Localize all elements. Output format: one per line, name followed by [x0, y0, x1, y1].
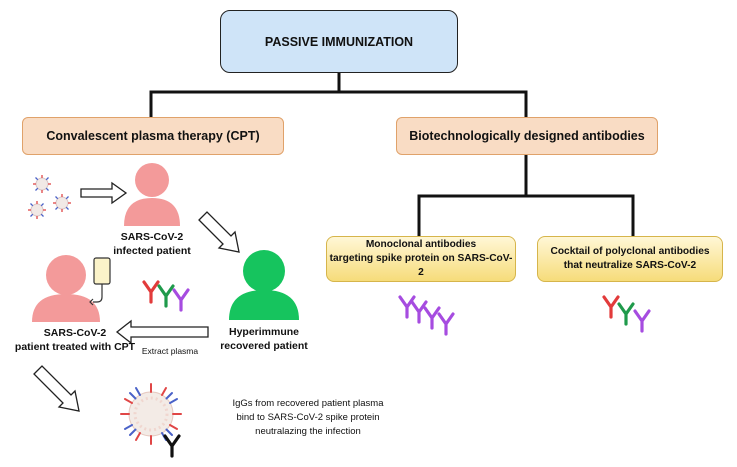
bio-branch-label: Biotechnologically designed antibodies	[409, 129, 645, 143]
virus-icon	[120, 383, 182, 445]
extract-plasma-label: Extract plasma	[141, 346, 199, 356]
infected-patient-label: SARS-CoV-2 infected patient	[92, 230, 212, 258]
person-icon	[229, 250, 299, 320]
antibody-icon	[172, 288, 190, 312]
title-text: PASSIVE IMMUNIZATION	[264, 34, 414, 49]
antibody-icon	[633, 309, 651, 333]
cpt-branch-label: Convalescent plasma therapy (CPT)	[46, 129, 260, 143]
bio-branch-box: Biotechnologically designed antibodies	[396, 117, 658, 155]
arrow-icon	[115, 319, 209, 345]
virus-icon	[53, 194, 71, 212]
treated-label-line2: patient treated with CPT	[14, 341, 136, 353]
hyper-label-line2: recovered patient	[220, 340, 308, 352]
antibody-icon	[617, 302, 635, 326]
monoclonal-box: Monoclonal antibodies targeting spike pr…	[326, 236, 516, 282]
title-box: PASSIVE IMMUNIZATION	[220, 10, 458, 73]
monoclonal-label-line1: Monoclonal antibodies	[365, 239, 477, 250]
person-icon	[124, 163, 180, 226]
igg-line1: IgGs from recovered patient plasma	[232, 398, 384, 409]
cocktail-box: Cocktail of polyclonal antibodies that n…	[537, 236, 723, 282]
antibody-icon	[163, 434, 181, 458]
antibody-icon	[142, 280, 160, 304]
antibody-icon	[398, 295, 416, 319]
cocktail-label-line2: that neutralize SARS-CoV-2	[563, 260, 697, 271]
antibody-icon	[423, 306, 441, 330]
monoclonal-label-line2: targeting spike protein on SARS-CoV-2	[329, 253, 513, 278]
igg-line3: neutralazing the infection	[255, 426, 361, 437]
antibody-icon	[602, 295, 620, 319]
cocktail-label-line1: Cocktail of polyclonal antibodies	[550, 246, 710, 257]
person-icon	[32, 255, 100, 322]
infected-label-line1: SARS-CoV-2	[120, 231, 184, 243]
igg-line2: bind to SARS-CoV-2 spike protein	[236, 412, 380, 423]
antibody-icon	[157, 284, 175, 308]
arrow-icon	[198, 211, 240, 253]
virus-icon	[33, 175, 51, 193]
tree-connectors	[149, 73, 635, 236]
cpt-branch-box: Convalescent plasma therapy (CPT)	[22, 117, 284, 155]
arrow-icon	[33, 365, 80, 412]
iv-bag-icon	[89, 257, 111, 306]
arrow-icon	[80, 181, 128, 205]
recovered-patient-label: Hyperimmune recovered patient	[206, 325, 322, 353]
igg-description: IgGs from recovered patient plasma bind …	[208, 397, 408, 439]
antibody-icon	[410, 300, 428, 324]
virus-icon	[28, 201, 46, 219]
antibody-icon	[437, 312, 455, 336]
treated-patient-label: SARS-CoV-2 patient treated with CPT	[2, 326, 148, 354]
treated-label-line1: SARS-CoV-2	[43, 327, 107, 339]
hyper-label-line1: Hyperimmune	[228, 326, 300, 338]
infected-label-line2: infected patient	[113, 245, 191, 257]
